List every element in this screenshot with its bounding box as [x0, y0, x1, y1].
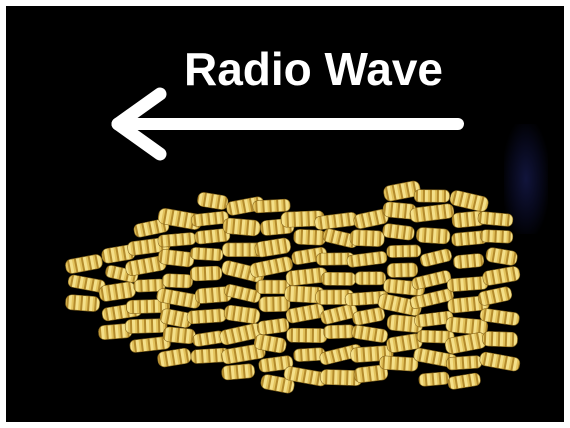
pasta-piece — [255, 279, 290, 295]
pasta-piece — [125, 298, 170, 314]
pasta-piece — [221, 363, 255, 381]
pasta-piece — [157, 347, 192, 368]
pasta-piece — [482, 331, 518, 348]
pasta-piece — [285, 303, 325, 324]
pasta-piece — [320, 303, 358, 325]
pasta-piece — [286, 327, 328, 343]
pasta-piece — [351, 325, 388, 343]
pasta-piece — [192, 330, 225, 347]
pasta-piece — [191, 211, 229, 227]
pasta-piece — [420, 248, 452, 267]
pasta-piece — [480, 229, 514, 244]
pasta-piece — [162, 273, 193, 289]
pasta-piece — [416, 227, 451, 245]
pasta-wave-field — [65, 180, 521, 394]
left-arrow-icon — [111, 87, 464, 161]
pasta-piece — [189, 265, 223, 282]
pasta-piece — [346, 251, 388, 268]
pasta-piece — [383, 180, 421, 202]
pasta-piece — [221, 260, 265, 283]
pasta-piece — [349, 229, 385, 247]
arrow-head-lower — [111, 117, 167, 161]
pasta-piece — [409, 288, 454, 309]
pasta-piece — [446, 355, 482, 371]
pasta-piece — [449, 190, 489, 212]
pasta-piece — [124, 318, 168, 334]
pasta-piece — [257, 318, 290, 335]
pasta-piece — [260, 374, 295, 394]
pasta-piece — [453, 253, 485, 269]
pasta-piece — [447, 372, 481, 390]
pasta-piece — [382, 223, 415, 241]
pasta-piece — [254, 237, 291, 258]
pasta-piece — [162, 326, 196, 345]
pasta-piece — [479, 308, 520, 326]
pasta-piece — [477, 286, 513, 306]
pasta-piece — [194, 228, 231, 245]
pasta-piece — [252, 198, 291, 214]
pasta-piece — [323, 324, 356, 340]
pasta-piece — [353, 364, 389, 383]
pasta-piece — [352, 307, 385, 326]
pasta-piece — [411, 270, 452, 290]
photo-frame: Radio Wave — [6, 6, 564, 422]
pasta-piece — [445, 316, 488, 336]
pasta-piece — [379, 355, 419, 372]
pasta-piece — [197, 192, 229, 210]
pasta-piece — [446, 276, 489, 292]
pasta-piece — [477, 211, 514, 227]
pasta-piece — [413, 189, 450, 203]
pasta-piece — [485, 247, 518, 266]
pasta-piece — [293, 229, 327, 246]
pasta-piece — [186, 308, 227, 325]
pasta-piece — [222, 217, 261, 237]
pasta-piece — [223, 305, 261, 324]
pasta-piece — [224, 284, 261, 303]
pasta-piece — [479, 351, 521, 372]
pasta-piece — [65, 294, 100, 312]
radio-wave-title: Radio Wave — [184, 43, 444, 95]
pasta-piece — [158, 249, 195, 268]
pasta-piece — [258, 296, 291, 313]
pasta-piece — [321, 271, 357, 286]
pasta-piece — [418, 371, 450, 387]
pasta-piece — [157, 232, 197, 248]
pasta-piece — [65, 254, 103, 274]
pasta-piece — [386, 262, 418, 278]
pasta-piece — [258, 355, 294, 373]
pasta-piece — [409, 203, 455, 223]
arrow-head-upper — [111, 87, 167, 131]
pasta-piece — [249, 256, 293, 278]
pasta-piece — [190, 247, 224, 262]
pasta-piece — [253, 334, 287, 354]
pasta-piece — [386, 244, 422, 258]
pasta-piece — [354, 271, 386, 286]
pasta-piece — [482, 266, 521, 286]
